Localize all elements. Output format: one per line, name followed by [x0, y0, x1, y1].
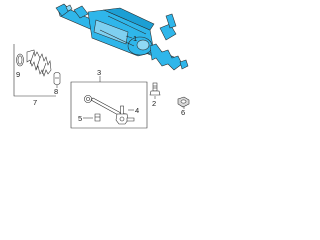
callout-2: 2: [152, 99, 156, 108]
boot-kit[interactable]: [26, 49, 52, 77]
boot-clamp-ring[interactable]: [16, 53, 24, 67]
callout-8: 8: [54, 87, 58, 96]
callout-7: 7: [33, 98, 37, 107]
tie-rod-set-frame: [70, 81, 148, 129]
steering-rack-parts-diagram: 1 2 6 9 7 8 3: [13, 3, 190, 129]
callout-4: 4: [135, 106, 139, 115]
steering-gear-rack[interactable]: [55, 3, 189, 71]
callout-1: 1: [133, 34, 137, 43]
callout-5: 5: [78, 114, 82, 123]
callout-3: 3: [97, 68, 101, 77]
clamp[interactable]: [53, 72, 61, 85]
boot-kit-frame: [13, 44, 56, 97]
mounting-bolt[interactable]: [149, 82, 161, 96]
nut[interactable]: [177, 96, 190, 108]
callout-9: 9: [16, 70, 20, 79]
fastener-bolt[interactable]: [94, 113, 101, 122]
tie-rod-end-outer[interactable]: [115, 105, 135, 125]
callout-6: 6: [181, 108, 185, 117]
